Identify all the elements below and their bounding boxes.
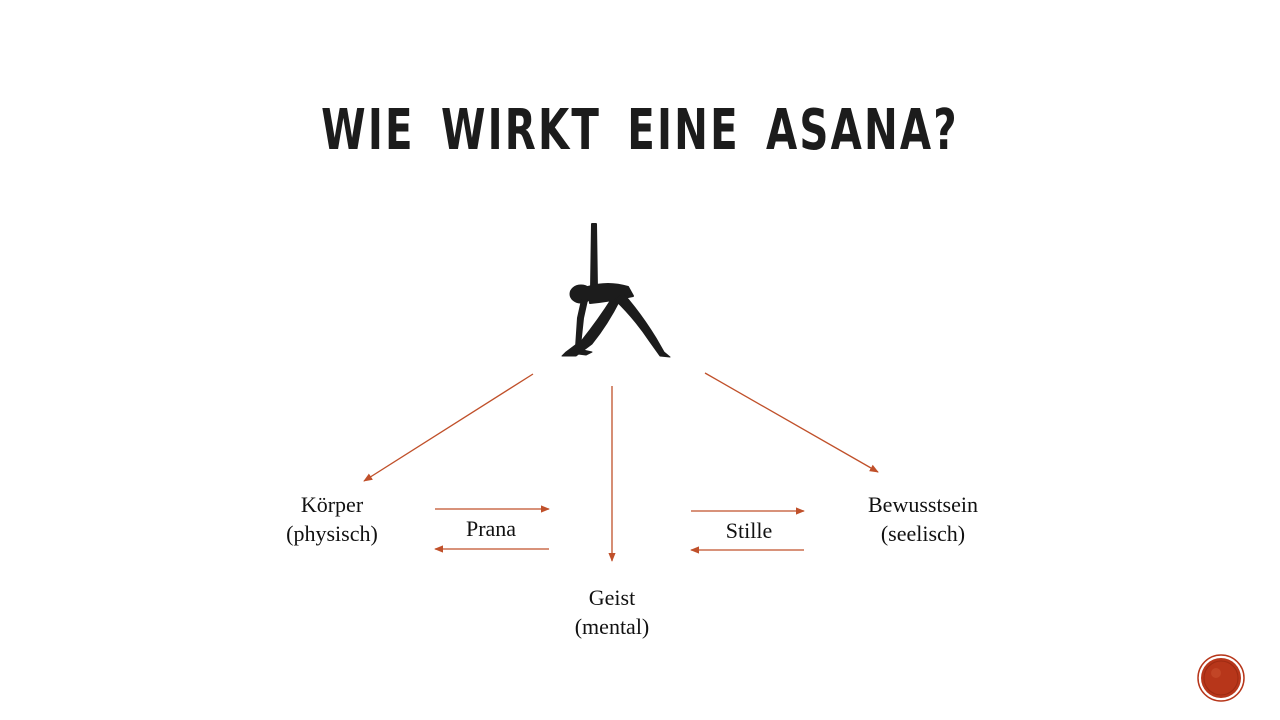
- edge-label-stille: Stille: [725, 518, 773, 543]
- slide-corner-badge-icon: [1197, 654, 1245, 702]
- node-geist: Geist (mental): [532, 583, 692, 641]
- node-bewusstsein-label: Bewusstsein: [868, 492, 978, 517]
- node-geist-label: Geist: [588, 585, 636, 610]
- node-koerper: Körper (physisch): [252, 490, 412, 548]
- node-bewusstsein: Bewusstsein (seelisch): [833, 490, 1013, 548]
- edge-label-prana: Prana: [465, 516, 517, 541]
- slide-title: WIE WIRKT EINE ASANA?: [321, 98, 959, 163]
- node-koerper-label: Körper: [300, 492, 364, 517]
- triangle-pose-silhouette-icon: [561, 223, 671, 358]
- node-bewusstsein-sublabel: (seelisch): [880, 521, 966, 546]
- arrow-figure-to-koerper: [363, 373, 534, 482]
- arrow-figure-to-bewusstsein: [704, 372, 879, 473]
- node-koerper-sublabel: (physisch): [286, 521, 378, 546]
- node-geist-sublabel: (mental): [574, 614, 650, 639]
